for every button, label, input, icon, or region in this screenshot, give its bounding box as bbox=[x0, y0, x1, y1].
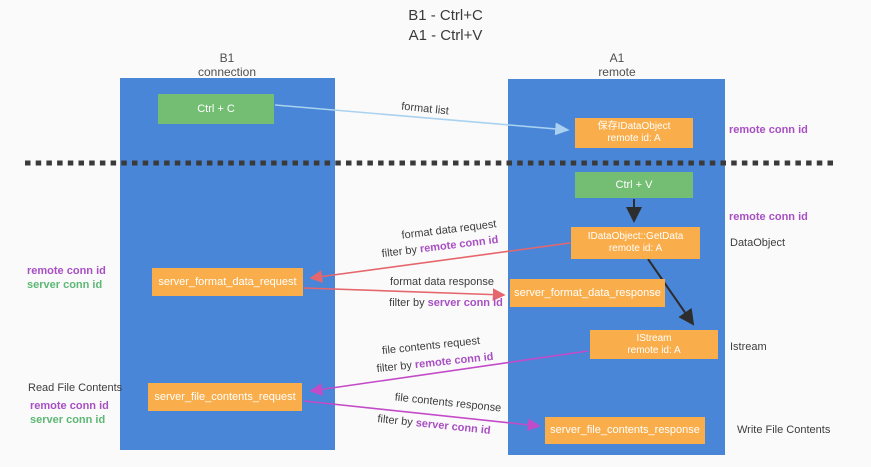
ctrl-c-box: Ctrl + C bbox=[158, 94, 274, 124]
format-data-response-label: format data response bbox=[390, 276, 494, 288]
left-remote-conn-id-label-1: remote conn id bbox=[27, 265, 106, 277]
filter-by-remote-conn-id-label-1: filter by remote conn id bbox=[381, 234, 499, 260]
format-list-label: format list bbox=[400, 100, 450, 118]
filter-prefix: filter by bbox=[389, 297, 425, 309]
right-remote-conn-id-label-2: remote conn id bbox=[729, 211, 808, 223]
filter-highlight: remote conn id bbox=[414, 350, 494, 372]
getdata-line2: remote id: A bbox=[608, 243, 663, 254]
ctrl-v-label: Ctrl + V bbox=[615, 178, 653, 191]
server-format-data-response-box: server_format_data_response bbox=[510, 279, 665, 307]
column-header-a1: A1 remote bbox=[557, 51, 677, 79]
filter-prefix: filter by bbox=[376, 413, 414, 429]
filter-highlight: server conn id bbox=[427, 297, 503, 309]
write-file-contents-label: Write File Contents bbox=[737, 424, 831, 436]
server-format-data-request-box: server_format_data_request bbox=[152, 268, 303, 296]
filter-prefix: filter by bbox=[376, 359, 413, 376]
istream-line2: remote id: A bbox=[627, 344, 681, 356]
server-file-contents-response-label: server_file_contents_response bbox=[550, 424, 700, 436]
left-server-conn-id-label-1: server conn id bbox=[27, 279, 103, 291]
column-a1-role: remote bbox=[598, 65, 636, 79]
column-a1-name: A1 bbox=[609, 51, 625, 65]
left-server-conn-id-label-2: server conn id bbox=[30, 414, 106, 426]
diagram-title: B1 - Ctrl+C A1 - Ctrl+V bbox=[20, 6, 871, 46]
server-format-data-response-label: server_format_data_response bbox=[514, 286, 661, 299]
column-b1-role: connection bbox=[197, 65, 257, 79]
filter-highlight: server conn id bbox=[415, 417, 492, 437]
column-header-b1: B1 connection bbox=[167, 51, 287, 79]
istream-box: IStream remote id: A bbox=[590, 330, 718, 359]
read-file-contents-label: Read File Contents bbox=[28, 382, 123, 394]
filter-by-server-conn-id-label-1: filter by server conn id bbox=[389, 297, 503, 309]
server-file-contents-request-box: server_file_contents_request bbox=[148, 383, 302, 411]
istream-side-label: Istream bbox=[730, 341, 767, 353]
server-file-contents-request-label: server_file_contents_request bbox=[154, 390, 296, 403]
dataobject-label: DataObject bbox=[730, 237, 786, 249]
file-contents-response-label: file contents response bbox=[394, 391, 502, 415]
right-remote-conn-id-label-1: remote conn id bbox=[729, 124, 808, 136]
column-b1-name: B1 bbox=[219, 51, 235, 65]
istream-line1: IStream bbox=[636, 332, 672, 344]
server-format-data-request-label: server_format_data_request bbox=[158, 275, 297, 288]
save-dataobject-box: 保存IDataObject remote id: A bbox=[575, 118, 693, 148]
save-dataobject-line2: remote id: A bbox=[607, 133, 661, 144]
server-file-contents-response-box: server_file_contents_response bbox=[545, 417, 705, 444]
title-line-2: A1 - Ctrl+V bbox=[408, 27, 483, 44]
ctrl-c-label: Ctrl + C bbox=[197, 102, 235, 115]
filter-by-server-conn-id-label-2: filter by server conn id bbox=[377, 413, 491, 437]
getdata-line1: IDataObject::GetData bbox=[587, 231, 684, 242]
title-line-1: B1 - Ctrl+C bbox=[408, 7, 483, 24]
left-remote-conn-id-label-2: remote conn id bbox=[30, 400, 109, 412]
ctrl-v-box: Ctrl + V bbox=[575, 172, 693, 198]
getdata-box: IDataObject::GetData remote id: A bbox=[571, 227, 700, 259]
filter-prefix: filter by bbox=[381, 243, 418, 261]
save-dataobject-line1: 保存IDataObject bbox=[597, 121, 671, 132]
